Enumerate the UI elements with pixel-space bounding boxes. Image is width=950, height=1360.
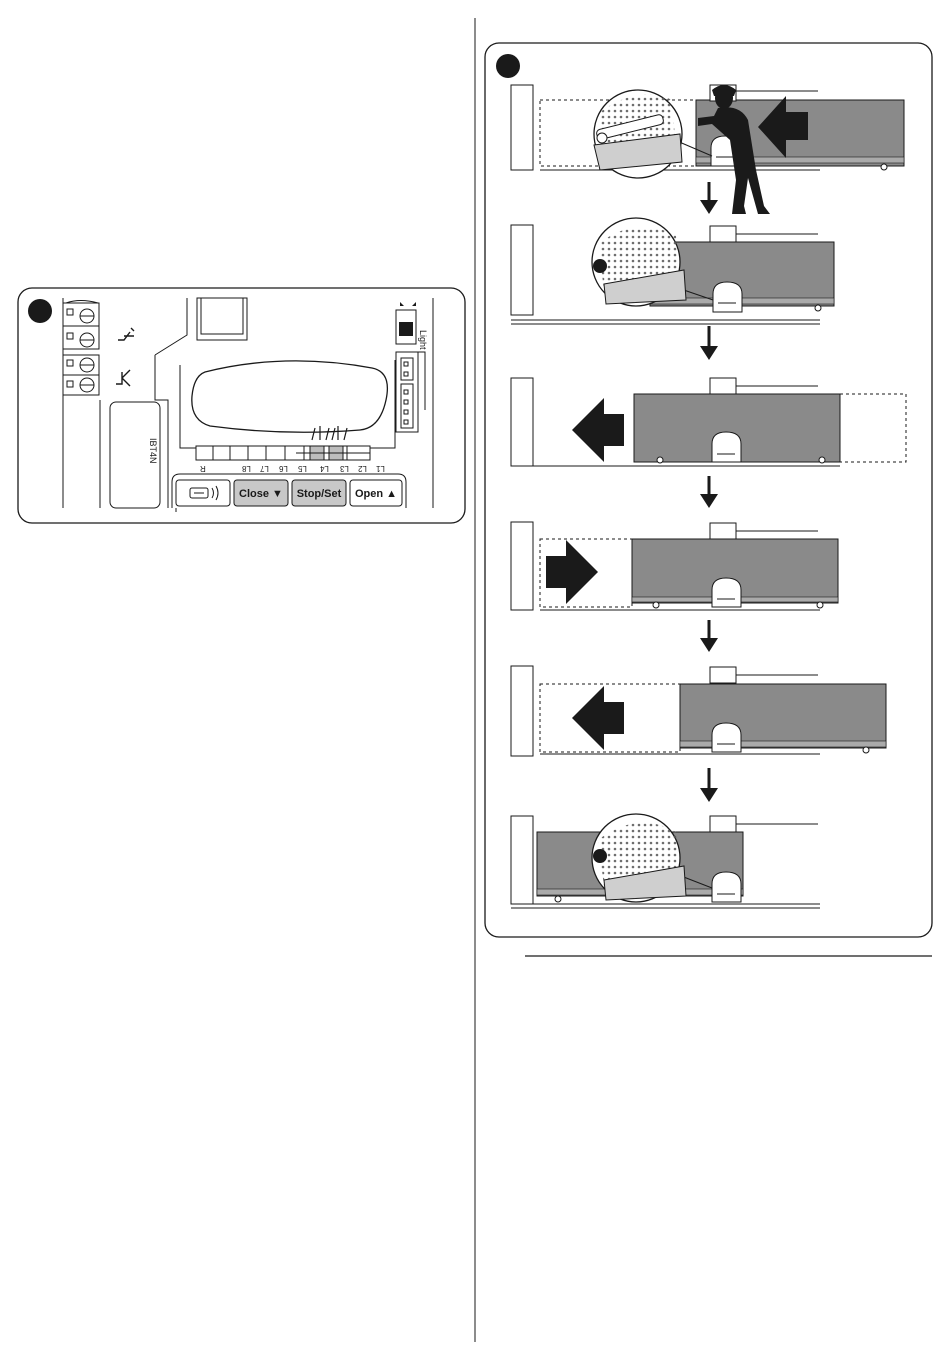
close-limit-symbol — [116, 370, 130, 386]
svg-text:L1: L1 — [375, 464, 384, 473]
svg-text:L7: L7 — [259, 464, 268, 473]
motor-unit — [712, 578, 741, 607]
svg-text:L4: L4 — [319, 464, 328, 473]
open-button[interactable]: Open ▲ — [350, 480, 402, 506]
step-6-closed-locked — [511, 814, 820, 908]
svg-text:L2: L2 — [357, 464, 366, 473]
control-board-figure: IBT4N Light — [18, 288, 465, 523]
terminal-block-top — [63, 303, 99, 349]
motor-unit — [712, 872, 741, 902]
svg-text:L5: L5 — [297, 464, 306, 473]
close-button[interactable]: Close ▼ — [234, 480, 288, 506]
svg-text:L6: L6 — [278, 464, 287, 473]
display-window — [192, 361, 388, 432]
stop-set-button-label: Stop/Set — [297, 488, 342, 500]
close-button-label: Close ▼ — [239, 488, 283, 500]
direction-arrow-left — [572, 686, 624, 750]
svg-text:L8: L8 — [241, 464, 250, 473]
stop-set-button[interactable]: Stop/Set — [292, 480, 346, 506]
figure-number-badge — [496, 54, 520, 78]
step-3-opening — [511, 378, 906, 466]
svg-text:L3: L3 — [339, 464, 348, 473]
motor-unit — [712, 432, 741, 462]
open-button-label: Open ▲ — [355, 488, 397, 500]
svg-text:R: R — [200, 464, 206, 473]
step-4-closing — [511, 522, 838, 610]
light-connector — [396, 352, 418, 432]
direction-arrow-right — [546, 540, 598, 604]
light-label: Light — [418, 330, 428, 350]
radio-learn-button[interactable] — [176, 480, 230, 506]
step-2-locked — [511, 218, 834, 324]
motor-unit — [712, 723, 741, 752]
led-labels: R L8 L7 L6 L5 L4 L3 L2 L1 — [200, 464, 385, 473]
board-model-label: IBT4N — [148, 438, 158, 464]
gate-sequence-figure — [485, 43, 932, 937]
motor-unit — [713, 282, 742, 312]
terminal-block-bottom — [63, 355, 99, 395]
open-limit-symbol — [118, 328, 134, 340]
step-5-opening-again — [511, 666, 886, 756]
direction-arrow-left — [572, 398, 624, 462]
light-switch[interactable] — [396, 302, 416, 344]
gate-panel — [680, 684, 886, 748]
figure-number-badge — [28, 299, 52, 323]
